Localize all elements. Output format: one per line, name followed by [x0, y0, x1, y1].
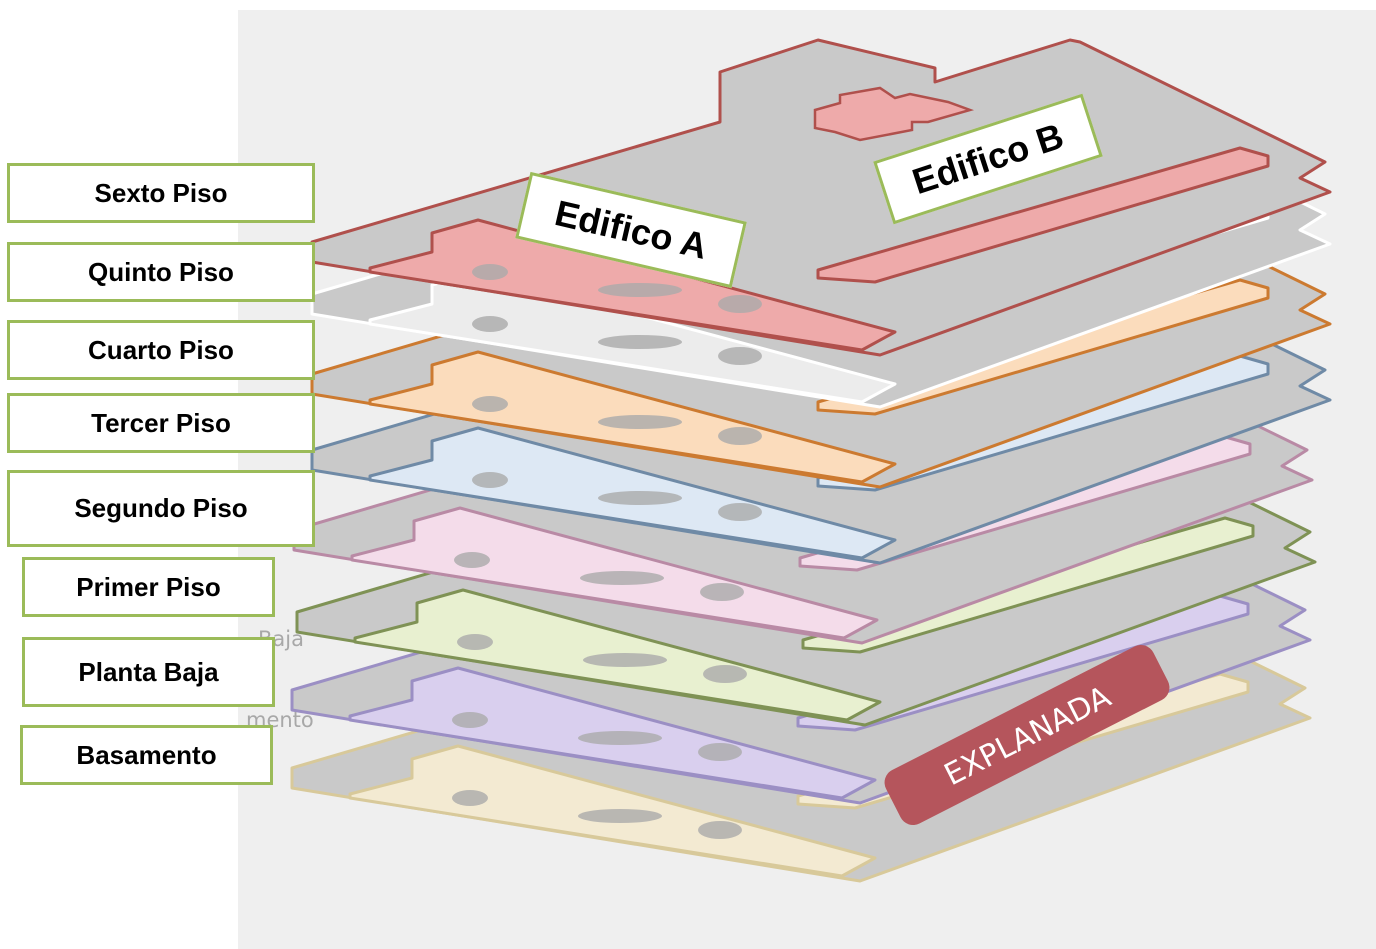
room-marker — [583, 653, 667, 667]
floor-label-quinto-piso[interactable]: Quinto Piso — [7, 242, 315, 302]
corridor-building-b — [816, 146, 1270, 284]
floor-label-text: Cuarto Piso — [88, 334, 234, 365]
room-marker — [718, 347, 762, 365]
room-marker — [598, 283, 682, 297]
room-marker — [472, 316, 508, 332]
floor-label-text: Tercer Piso — [91, 407, 231, 438]
floor-label-text: Quinto Piso — [88, 256, 234, 287]
room-marker — [598, 415, 682, 429]
room-marker — [452, 712, 488, 728]
room-marker — [698, 821, 742, 839]
room-marker — [718, 503, 762, 521]
floor-label-segundo-piso[interactable]: Segundo Piso — [7, 470, 315, 547]
room-marker — [598, 491, 682, 505]
room-marker — [472, 472, 508, 488]
floor-label-tercer-piso[interactable]: Tercer Piso — [7, 393, 315, 453]
floor-label-basamento[interactable]: Basamento — [20, 725, 273, 785]
room-marker — [598, 335, 682, 349]
room-marker — [457, 634, 493, 650]
floor-label-text: Basamento — [76, 739, 217, 770]
room-marker — [454, 552, 490, 568]
room-marker — [452, 790, 488, 806]
explanada-background — [884, 645, 1170, 825]
room-marker — [472, 396, 508, 412]
room-marker — [578, 809, 662, 823]
room-marker — [472, 264, 508, 280]
floor-label-planta-baja[interactable]: Planta Baja — [22, 637, 275, 707]
room-marker — [718, 295, 762, 313]
room-marker — [718, 427, 762, 445]
floor-label-text: Planta Baja — [78, 656, 219, 687]
room-marker — [700, 583, 744, 601]
floor-label-sexto-piso[interactable]: Sexto Piso — [7, 163, 315, 223]
stair-block — [813, 86, 975, 142]
floor-label-text: Primer Piso — [76, 571, 221, 602]
room-marker — [578, 731, 662, 745]
floor-label-text: Segundo Piso — [74, 493, 248, 523]
floor-label-cuarto-piso[interactable]: Cuarto Piso — [7, 320, 315, 380]
room-marker — [580, 571, 664, 585]
room-marker — [698, 743, 742, 761]
floor-label-text: Sexto Piso — [94, 177, 228, 208]
room-marker — [703, 665, 747, 683]
floor-label-primer-piso[interactable]: Primer Piso — [22, 557, 275, 617]
